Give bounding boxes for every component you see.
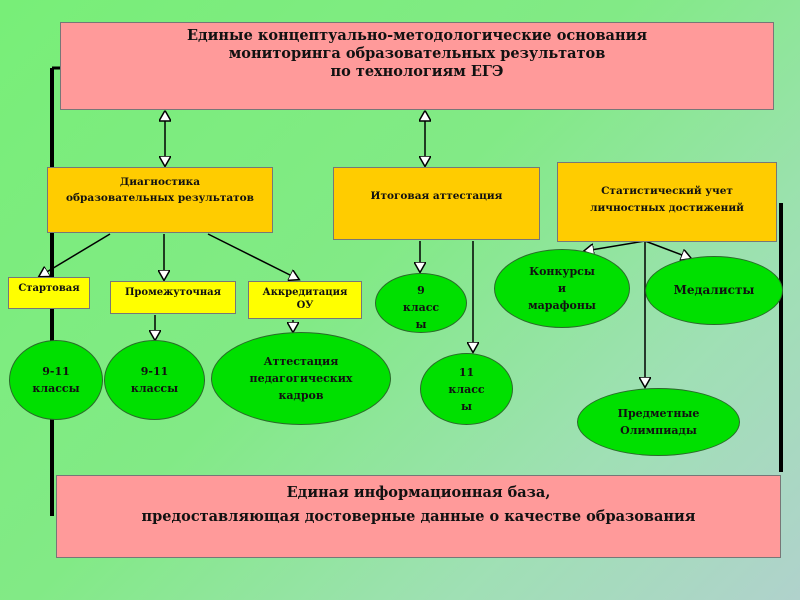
ellipse-line: Конкурсы xyxy=(529,265,595,278)
ellipse-line: 11 xyxy=(458,365,475,379)
header-box: Единые концептуально-методологические ос… xyxy=(60,22,774,110)
statistics-line: личностных достижений xyxy=(590,202,744,214)
ellipse-line: Олимпиады xyxy=(620,424,697,437)
ellipse-line: Предметные xyxy=(617,407,700,420)
statistics-line: Статистический учет xyxy=(601,185,733,197)
ellipse-line: и xyxy=(557,282,567,295)
arrow-to-contests xyxy=(585,240,646,251)
footer-line: Единая информационная база, xyxy=(286,484,551,501)
start-label: Стартовая xyxy=(18,283,80,294)
diagnostics-box: Диагностика образовательных результатов xyxy=(47,167,273,233)
ellipse-line: 9-11 xyxy=(42,365,70,378)
arrow-to-medalists xyxy=(644,240,690,258)
staff-attestation-ellipse: Аттестация педагогических кадров xyxy=(211,332,391,425)
ellipse-line: классы xyxy=(32,382,80,395)
grades-start-ellipse: 9-11 классы xyxy=(9,340,103,420)
start-box: Стартовая xyxy=(8,277,90,309)
ellipse-line: классы xyxy=(130,382,179,395)
diagnostics-line: Диагностика xyxy=(119,176,201,188)
ellipse-line: ы xyxy=(460,399,472,413)
grade11-ellipse: 11 класс ы xyxy=(420,353,513,425)
header-line: Единые концептуально-методологические ос… xyxy=(186,27,648,44)
grades-intermediate-ellipse: 9-11 классы xyxy=(104,340,205,420)
ellipse-line: ы xyxy=(415,318,427,331)
footer-line: предоставляющая достоверные данные о кач… xyxy=(141,508,696,525)
intermediate-label: Промежуточная xyxy=(124,287,222,298)
ellipse-line: педагогических xyxy=(249,372,353,385)
grade9-ellipse: 9 класс ы xyxy=(375,273,467,333)
ellipse-line: класс xyxy=(402,301,440,314)
footer-box: Единая информационная база, предоставляющ… xyxy=(56,475,781,558)
ellipse-line: Аттестация xyxy=(263,355,339,368)
ellipse-line: кадров xyxy=(278,389,324,402)
ellipse-line: 9-11 xyxy=(140,365,169,378)
statistics-box: Статистический учет личностных достижений xyxy=(557,162,777,242)
ellipse-line: 9 xyxy=(417,284,425,297)
header-line: по технологиям ЕГЭ xyxy=(330,63,504,80)
ellipse-line: марафоны xyxy=(528,299,596,312)
final-attestation-box: Итоговая аттестация xyxy=(333,167,540,240)
accreditation-line: Аккредитация xyxy=(262,287,348,298)
final-attestation-label: Итоговая аттестация xyxy=(370,190,503,202)
header-line: мониторинга образовательных результатов xyxy=(228,45,606,62)
medalists-ellipse: Медалисты xyxy=(645,256,783,325)
ellipse-line: Медалисты xyxy=(673,283,755,297)
intermediate-box: Промежуточная xyxy=(110,281,236,314)
accreditation-line: ОУ xyxy=(296,300,314,311)
ellipse-line: класс xyxy=(448,382,485,396)
diagnostics-line: образовательных результатов xyxy=(66,192,254,204)
arrow-to-accreditation xyxy=(207,233,298,279)
contests-ellipse: Конкурсы и марафоны xyxy=(494,249,630,328)
